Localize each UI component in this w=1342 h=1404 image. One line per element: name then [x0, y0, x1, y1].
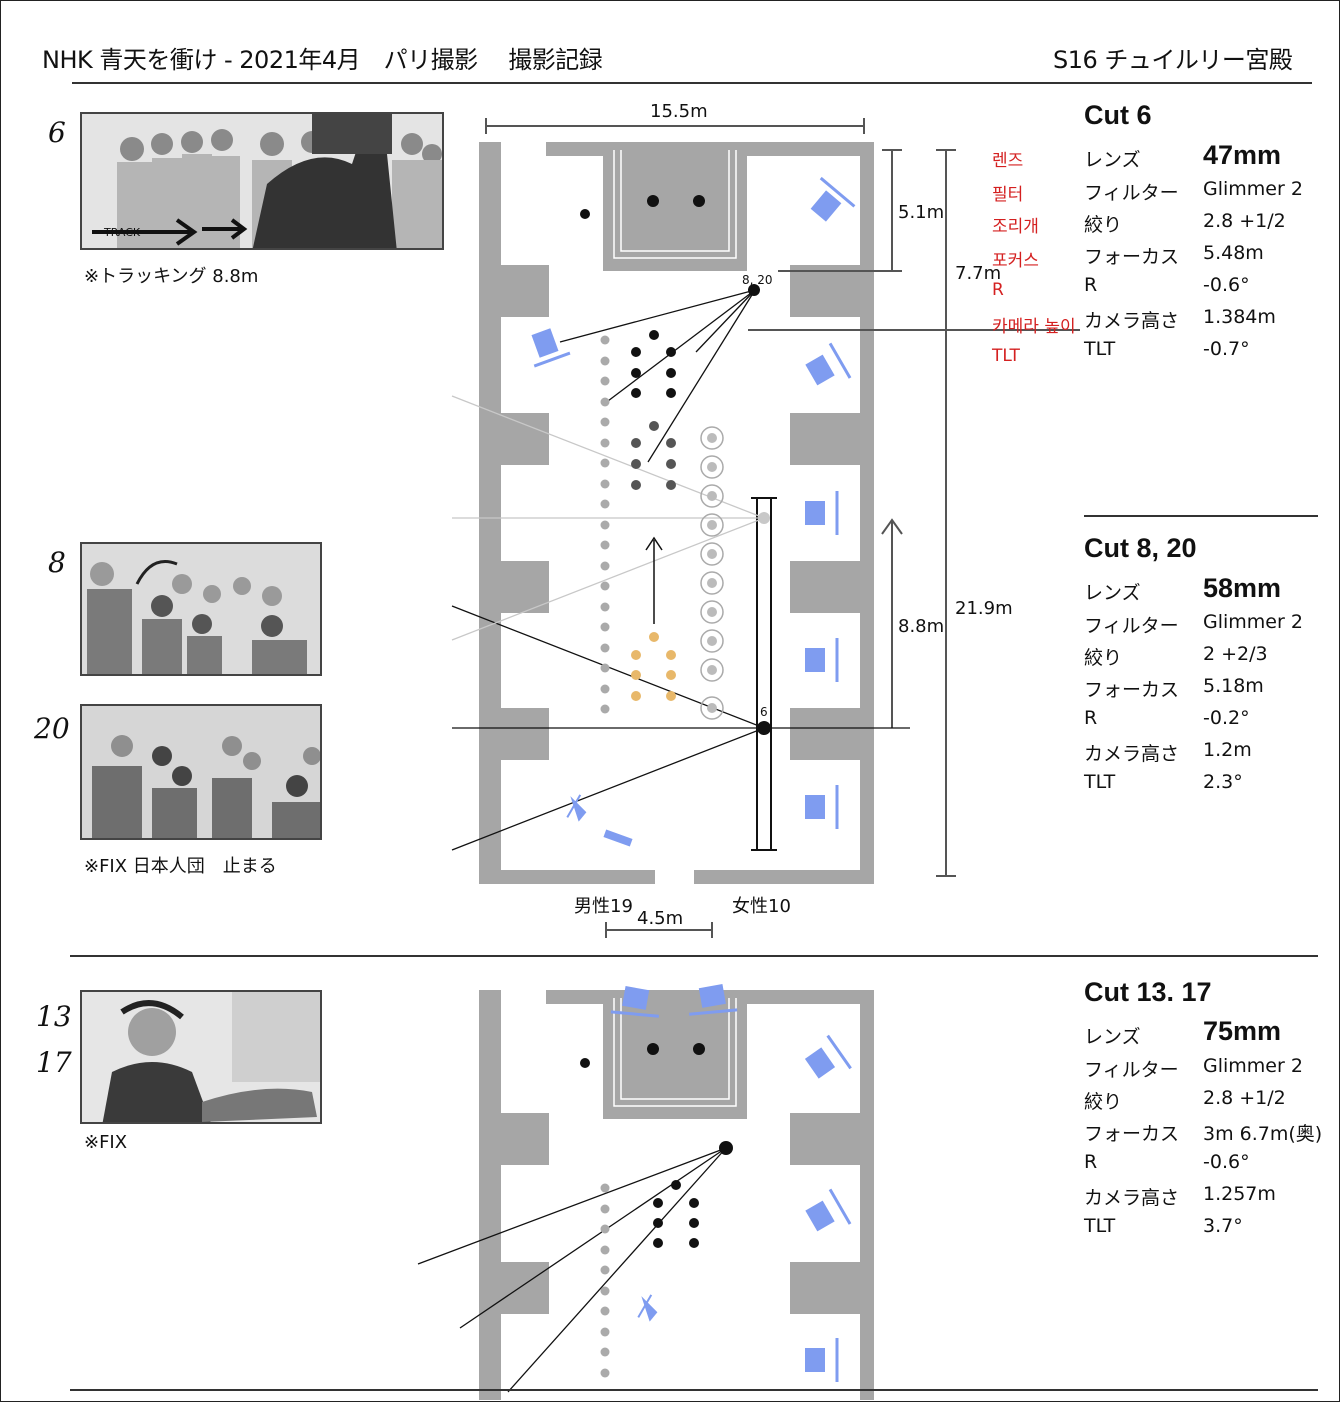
- dim-aisle: 4.5m: [637, 908, 683, 929]
- cut-6-label-filter: フィルター: [1084, 182, 1179, 204]
- cut-13-17-tlt-value: 3.7°: [1203, 1215, 1243, 1237]
- label-women: 女性10: [732, 896, 791, 917]
- dim-depth-a: 5.1m: [898, 202, 944, 223]
- storyboard-sketch-13-17: [82, 992, 320, 1122]
- cut-8-20-label-r: R: [1084, 707, 1098, 729]
- cut-13-17-title: Cut 13. 17: [1084, 977, 1212, 1007]
- men-column-lower: [600, 1183, 610, 1378]
- cut-13-17-label-tlt: TLT: [1084, 1215, 1116, 1237]
- cut-number-13: 13: [36, 1000, 72, 1033]
- cut-number-6: 6: [48, 116, 66, 149]
- storyboard-sketch-8: [82, 544, 320, 674]
- kr-label-camera-height: 카메라 높이: [992, 317, 1076, 337]
- cut-13-17-r-value: -0.6°: [1203, 1151, 1250, 1173]
- cut-6-camera-height-value: 1.384m: [1203, 306, 1276, 328]
- cut-6-label-tlt: TLT: [1084, 338, 1116, 360]
- storyboard-cut-8: [80, 542, 322, 676]
- cut-8-20-camera-height-value: 1.2m: [1203, 739, 1252, 761]
- men-column: [600, 335, 610, 714]
- dim-track: 8.8m: [898, 616, 944, 637]
- cut-13-17-label-r: R: [1084, 1151, 1098, 1173]
- cut-6-aperture-value: 2.8 +1/2: [1203, 210, 1286, 232]
- kr-label-focus: 포커스: [992, 251, 1039, 271]
- storyboard-cut-20: [80, 704, 322, 840]
- cut-6-r-value: -0.6°: [1203, 274, 1250, 296]
- cut-6-label-lens: レンズ: [1084, 149, 1141, 171]
- cut-8-20-label-lens: レンズ: [1084, 582, 1141, 604]
- lower-plan-walls: [479, 990, 874, 1400]
- header-rule: [72, 82, 1312, 84]
- cut-6-focus-value: 5.48m: [1203, 242, 1264, 264]
- cut-number-20: 20: [34, 712, 70, 745]
- cut-6-lens-value: 47mm: [1203, 140, 1282, 170]
- cut-6-label-camera-height: カメラ高さ: [1084, 310, 1180, 332]
- storyboard-cut-13-17: [80, 990, 322, 1124]
- label-men: 男性19: [574, 896, 633, 917]
- cut-6-tlt-value: -0.7°: [1203, 338, 1250, 360]
- track-label: TRACK: [103, 226, 141, 239]
- dim-total: 21.9m: [955, 598, 1013, 619]
- storyboard-note-6: ※トラッキング 8.8m: [84, 266, 259, 287]
- cut-8-20-title: Cut 8, 20: [1084, 533, 1197, 563]
- cut-6-title: Cut 6: [1084, 100, 1152, 130]
- cut-13-17-label-filter: フィルター: [1084, 1059, 1179, 1081]
- camera-8-20: [748, 284, 760, 296]
- cut-8-20-label-filter: フィルター: [1084, 615, 1179, 637]
- dim-width-top: 15.5m: [650, 101, 708, 122]
- cut-6-filter-value: Glimmer 2: [1203, 178, 1303, 200]
- actors-lower: [580, 1043, 733, 1248]
- actors-upper: [580, 195, 705, 398]
- cut-13-17-lens-value: 75mm: [1203, 1016, 1282, 1046]
- camera-6: [757, 721, 771, 735]
- kr-label-filter: 필터: [992, 185, 1024, 205]
- cut-13-17-label-lens: レンズ: [1084, 1026, 1141, 1048]
- cut-number-8: 8: [48, 546, 66, 579]
- storyboard-note-13-17: ※FIX: [84, 1132, 128, 1153]
- cut-8-20-focus-value: 5.18m: [1203, 675, 1264, 697]
- dim-depth-b: 7.7m: [955, 263, 1001, 284]
- light-stands-upper: [531, 176, 856, 847]
- kr-label-aperture: 조리개: [992, 217, 1039, 237]
- kr-label-lens: 렌즈: [992, 151, 1024, 171]
- cut-8-20-label-camera-height: カメラ高さ: [1084, 743, 1180, 765]
- storyboard-sketch-6: TRACK: [82, 114, 442, 248]
- camera-label-8-20: 8, 20: [742, 273, 773, 287]
- cut-13-17-label-camera-height: カメラ高さ: [1084, 1187, 1180, 1209]
- dolly-track: [751, 497, 777, 851]
- cut-8-20-lens-value: 58mm: [1203, 573, 1282, 603]
- camera-label-6: 6: [760, 705, 768, 719]
- cut-13-17-focus-value: 3m 6.7m(奥): [1203, 1123, 1323, 1145]
- japanese-delegation: [631, 632, 676, 701]
- cut-13-17-label-aperture: 絞り: [1084, 1091, 1123, 1113]
- cut-8-20-aperture-value: 2 +2/3: [1203, 643, 1268, 665]
- cut-8-20-filter-value: Glimmer 2: [1203, 611, 1303, 633]
- cut-8-20-label-focus: フォーカス: [1084, 679, 1180, 701]
- cut-13-17-label-focus: フォーカス: [1084, 1123, 1180, 1145]
- cut-8-20-label-aperture: 絞り: [1084, 647, 1123, 669]
- camera-6-start: [758, 512, 770, 524]
- cut-13-17-filter-value: Glimmer 2: [1203, 1055, 1303, 1077]
- cut-6-label-focus: フォーカス: [1084, 246, 1180, 268]
- storyboard-sketch-20: [82, 706, 320, 838]
- cut-number-17: 17: [36, 1046, 72, 1079]
- cut-8-20-label-tlt: TLT: [1084, 771, 1116, 793]
- storyboard-note-20: ※FIX 日本人団 止まる: [84, 856, 277, 877]
- storyboard-cut-6: TRACK: [80, 112, 444, 250]
- actors-upper-gray: [631, 421, 676, 490]
- light-stands-lower: [610, 984, 852, 1382]
- upper-plan-walls: [479, 142, 874, 884]
- cut-8-20-tlt-value: 2.3°: [1203, 771, 1243, 793]
- cut-8-20-r-value: -0.2°: [1203, 707, 1250, 729]
- cut-13-17-aperture-value: 2.8 +1/2: [1203, 1087, 1286, 1109]
- cut-13-17-camera-height-value: 1.257m: [1203, 1183, 1276, 1205]
- women-column: [700, 426, 724, 720]
- cut-6-label-r: R: [1084, 274, 1098, 296]
- kr-label-r: R: [992, 280, 1004, 300]
- scene-title: S16 チュイルリー宮殿: [1053, 46, 1293, 74]
- kr-label-tlt: TLT: [992, 346, 1020, 366]
- cut-6-label-aperture: 絞り: [1084, 214, 1123, 236]
- page-title: NHK 青天を衝け - 2021年4月 パリ撮影 撮影記録: [42, 46, 603, 74]
